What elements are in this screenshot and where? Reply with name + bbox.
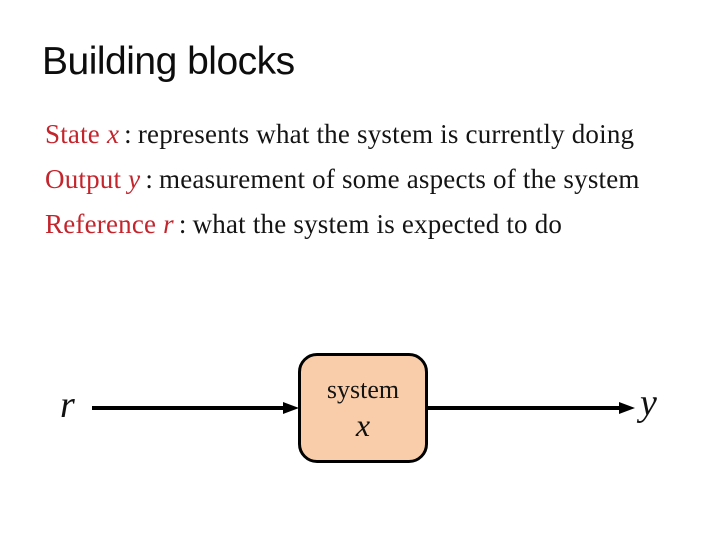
definitions-list: State x:represents what the system is cu… bbox=[45, 112, 715, 247]
definition-term-text: State bbox=[45, 119, 100, 149]
definition-term-text: Output bbox=[45, 164, 122, 194]
system-block-title: system bbox=[326, 374, 400, 404]
input-arrow bbox=[92, 402, 299, 414]
definition-line-output: Output y:measurement of some aspects of … bbox=[45, 157, 715, 202]
definition-description: what the system is expected to do bbox=[192, 209, 563, 239]
definition-symbol: x bbox=[106, 119, 120, 149]
definition-symbol: r bbox=[163, 209, 174, 239]
definition-description: represents what the system is currently … bbox=[137, 119, 635, 149]
system-block-state-symbol: x bbox=[355, 406, 371, 443]
input-signal-label: r bbox=[60, 384, 75, 426]
output-signal-label: y bbox=[640, 382, 657, 424]
definition-line-reference: Reference r:what the system is expected … bbox=[45, 202, 715, 247]
output-arrow bbox=[427, 402, 635, 414]
definition-line-state: State x:represents what the system is cu… bbox=[45, 112, 715, 157]
definition-term: Output y bbox=[45, 164, 140, 194]
definition-symbol: y bbox=[128, 164, 141, 194]
definition-term-text: Reference bbox=[45, 209, 157, 239]
definition-description: measurement of some aspects of the syste… bbox=[159, 164, 640, 194]
definition-term: State x bbox=[45, 119, 119, 149]
block-diagram: r system x y bbox=[0, 340, 720, 480]
system-block: system x bbox=[298, 353, 428, 463]
definition-colon: : bbox=[178, 209, 187, 239]
slide-title: Building blocks bbox=[42, 40, 295, 83]
definition-colon: : bbox=[124, 119, 132, 149]
definition-term: Reference r bbox=[45, 209, 174, 239]
definition-colon: : bbox=[145, 164, 154, 194]
